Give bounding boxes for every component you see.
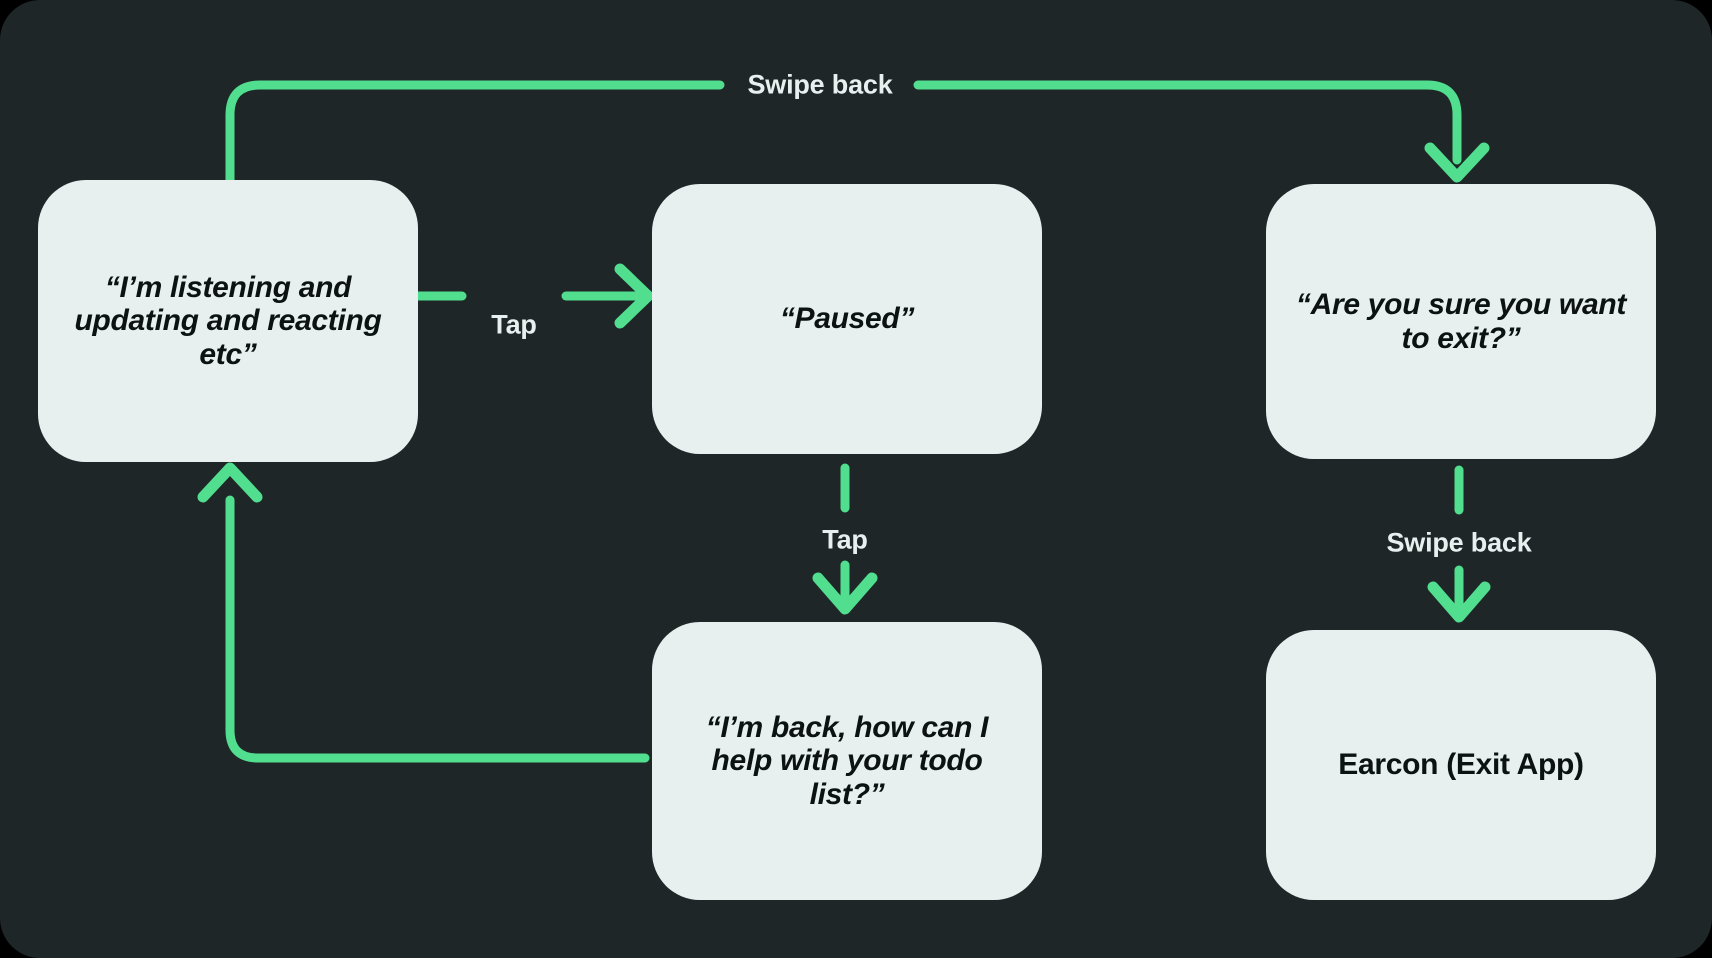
edge-label-swipe-back-top: Swipe back (747, 69, 893, 100)
edge-label-tap-listening-paused: Tap (491, 309, 537, 340)
node-paused-label: “Paused” (779, 302, 915, 336)
edge-imback-listening-return-path (197, 462, 650, 763)
node-im-back[interactable]: “I’m back, how can I help with your todo… (652, 622, 1042, 900)
edge-label-swipe-back-exit: Swipe back (1386, 527, 1532, 558)
node-earcon-label: Earcon (Exit App) (1338, 748, 1584, 782)
node-listening-label: “I’m listening and updating and reacting… (74, 270, 382, 371)
node-exit-confirm-label: “Are you sure you want to exit?” (1295, 287, 1627, 355)
edge-label-tap-paused-imback: Tap (822, 524, 868, 555)
node-im-back-label: “I’m back, how can I help with your todo… (705, 710, 989, 811)
node-exit-confirm[interactable]: “Are you sure you want to exit?” (1266, 184, 1656, 459)
node-paused[interactable]: “Paused” (652, 184, 1042, 454)
node-listening[interactable]: “I’m listening and updating and reacting… (38, 180, 418, 462)
node-earcon[interactable]: Earcon (Exit App) (1266, 630, 1656, 900)
